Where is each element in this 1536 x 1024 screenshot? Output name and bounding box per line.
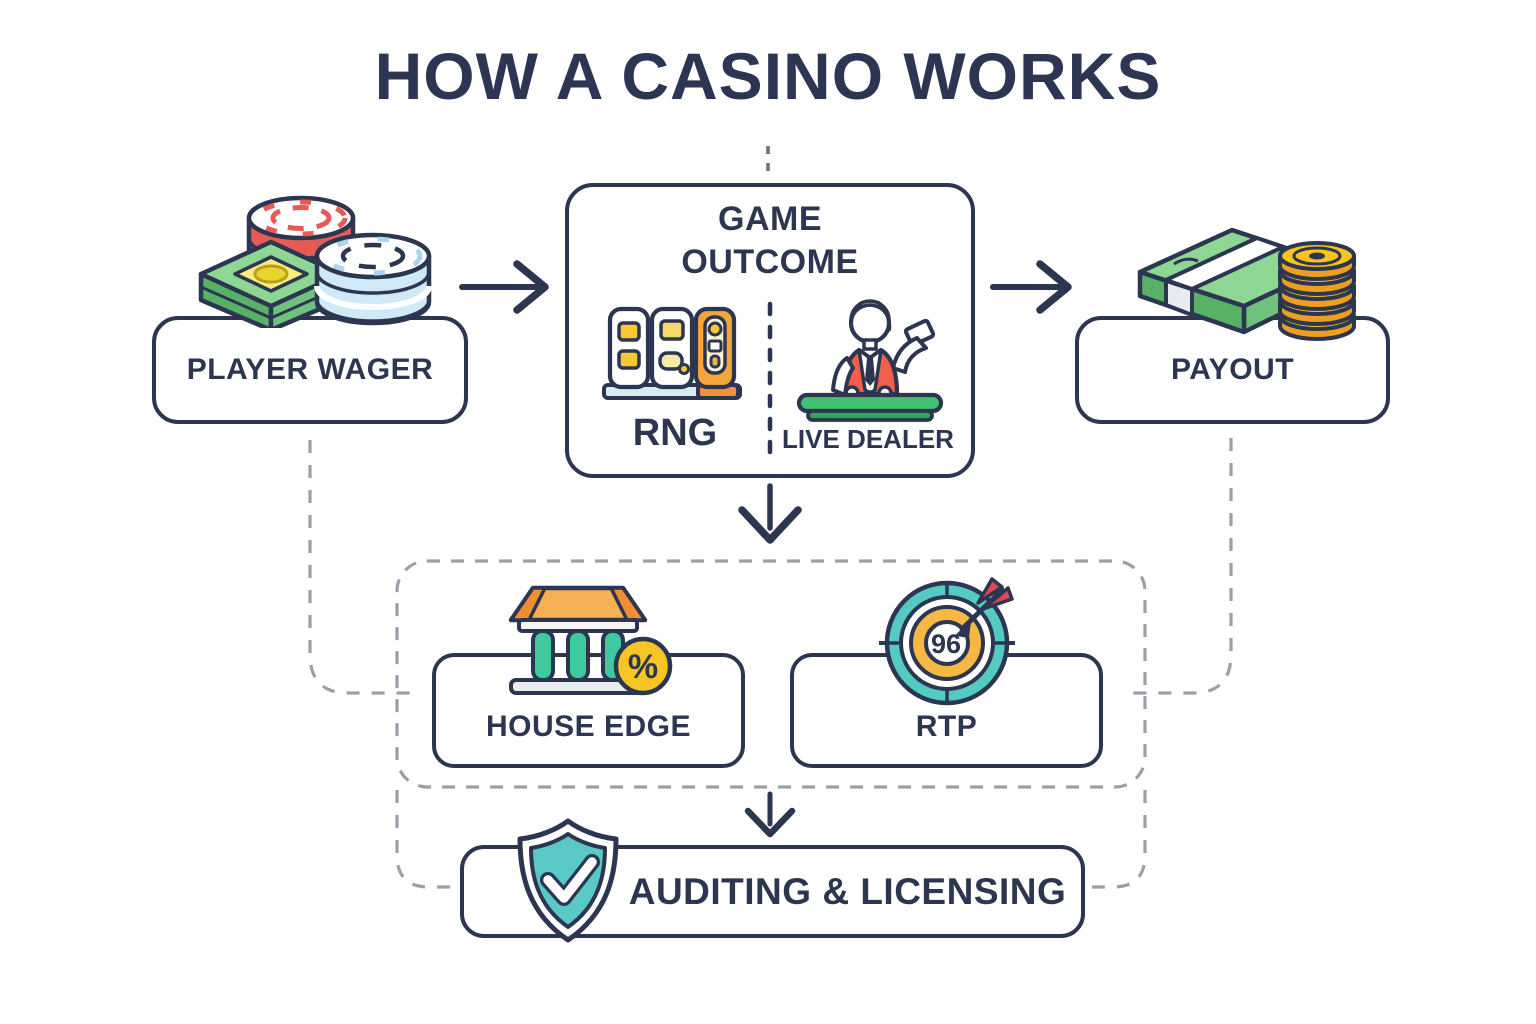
percent-symbol: % — [628, 648, 658, 686]
house-edge-label: HOUSE EDGE — [485, 710, 692, 743]
auditing-licensing-box: AUDITING & LICENSING — [460, 845, 1085, 938]
rtp-target-value: 96 — [931, 629, 961, 659]
dashed-line-group-to-auditing-right — [1086, 790, 1147, 889]
arrow-group-to-auditing — [744, 791, 796, 838]
player-wager-box: PLAYER WAGER — [152, 316, 468, 424]
arrow-player-to-outcome — [459, 260, 549, 314]
shield-check-icon — [517, 818, 619, 943]
dartboard-icon: 96 — [879, 577, 1015, 706]
casino-chips-cash-icon — [198, 195, 432, 328]
game-outcome-box — [565, 183, 975, 478]
game-outcome-title: GAME OUTCOME — [681, 200, 859, 281]
page-title: HOW A CASINO WORKS — [374, 39, 1162, 113]
dashed-line-player-to-group — [308, 440, 411, 695]
rng-label: RNG — [632, 412, 718, 454]
percent-badge — [613, 636, 673, 696]
slot-machines-icon — [602, 306, 742, 400]
cash-and-coins-icon — [1137, 227, 1356, 341]
arrow-outcome-to-payout — [990, 260, 1072, 314]
live-dealer-label: LIVE DEALER — [782, 424, 954, 454]
auditing-licensing-label: AUDITING & LICENSING — [628, 870, 1067, 912]
dashed-line-payout-to-group — [1128, 438, 1233, 695]
payout-label: PAYOUT — [1170, 353, 1295, 386]
live-dealer-icon — [796, 299, 944, 422]
dashed-line-group-to-auditing-left — [395, 790, 456, 889]
dart — [956, 577, 1014, 638]
arrow-outcome-to-edge-group — [738, 483, 802, 544]
dashed-group-container — [395, 559, 1147, 789]
bank-percent-icon: % — [508, 585, 673, 696]
player-wager-label: PLAYER WAGER — [186, 353, 434, 386]
rtp-label: RTP — [915, 710, 978, 743]
